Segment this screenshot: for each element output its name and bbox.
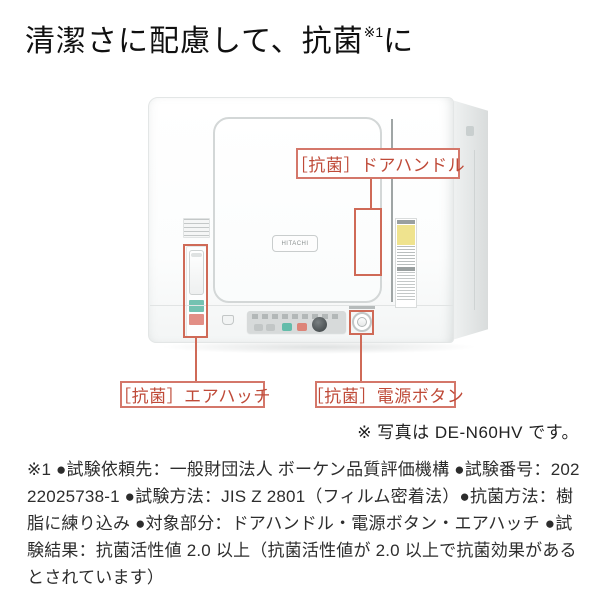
brand-logo: HITACHI: [272, 235, 318, 252]
air-hatch-callout-line: [195, 338, 197, 381]
page-title: 清潔さに配慮して、抗菌※1に: [25, 16, 414, 60]
warning-yellow-block: [397, 225, 415, 245]
air-hatch-callout-label: ［抗菌］エアハッチ: [114, 381, 270, 408]
air-hatch-lever: [189, 250, 204, 295]
front-panel-divider: [150, 305, 453, 306]
panel-button-start: [282, 323, 292, 331]
door-handle-callout-line: [370, 179, 372, 208]
power-button-callout-line: [360, 335, 362, 381]
air-hatch-red-sticker: [189, 314, 204, 325]
page-title-tail: に: [383, 25, 415, 58]
warning-sticker: [395, 218, 417, 308]
capacity-icon: [222, 315, 234, 325]
page-title-footnote-marker: ※1: [363, 24, 384, 40]
photo-model-caption: ※ 写真は DE-N60HV です。: [357, 423, 579, 442]
caution-text-lines: [397, 272, 415, 302]
door-handle-callout-label: ［抗菌］ドアハンドル: [291, 148, 465, 179]
air-hatch-lever-tab: [191, 253, 202, 257]
instruction-sticker: [183, 218, 210, 238]
air-hatch-teal-sticker: [189, 300, 204, 312]
page-title-text: 清潔さに配慮して、抗菌: [25, 25, 364, 58]
hitachi-emblem-icon: [466, 126, 474, 136]
power-button-callout-label: ［抗菌］電源ボタン: [307, 381, 464, 408]
door-handle-highlight-box: [354, 208, 382, 276]
test-details-footnote: ※1 ●試験依頼先：一般財団法人 ボーケン品質評価機構 ●試験番号：202220…: [27, 460, 580, 587]
dryer-door-gap: [391, 119, 393, 302]
warning-header-bar: [397, 220, 415, 224]
warning-text-lines: [397, 246, 415, 266]
air-hatch-highlight-box: [183, 244, 208, 338]
panel-button-1: [254, 324, 263, 331]
dryer-floor-shadow: [160, 340, 478, 354]
caution-header-bar: [397, 267, 415, 271]
dryer-side-panel: [452, 100, 488, 340]
power-button-microtext: [349, 306, 375, 309]
panel-button-2: [266, 324, 275, 331]
panel-button-stop: [297, 323, 307, 331]
power-button-highlight-box: [349, 310, 374, 335]
power-button-knob: [357, 317, 367, 327]
control-panel-microtext: [252, 314, 340, 319]
timer-dial: [312, 317, 327, 332]
dryer-side-seam: [474, 150, 475, 310]
